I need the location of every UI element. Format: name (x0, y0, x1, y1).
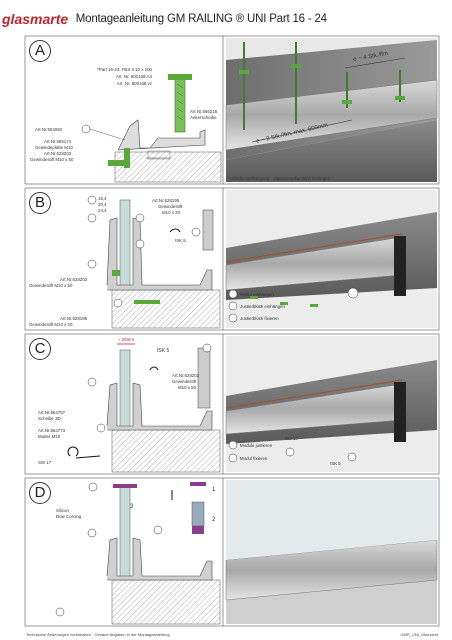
note-c-sw17: SW 17 (38, 460, 52, 465)
footer-code: GMR_UNI_Übersicht (400, 632, 438, 637)
section-label-a: A (29, 40, 51, 62)
note-b-m10x20b: Gewindestift M10 x 20 (29, 322, 73, 327)
step-b-3: Justierblock fixieren (240, 316, 279, 321)
note-c-gewindestift: Gewindestift (172, 379, 197, 384)
note-art-a4: Art. Nr. 800168.A4 (115, 74, 152, 79)
note-art566174: Art.Nr.566174 (44, 139, 72, 144)
section-c-cross-section (67, 343, 221, 473)
note-b-24: 24,4 (98, 208, 107, 213)
note-b-art628203: Art.Nr.628203 (60, 277, 88, 282)
note-b-20: 20,4 (98, 202, 107, 207)
note-b-art628195: Art.Nr.628195 (152, 198, 180, 203)
section-c-3d-view (225, 336, 437, 472)
section-a-cross-section (81, 74, 222, 183)
note-c-dim: ~ 20mm (118, 337, 134, 342)
note-gewindestift: Gewindestift M10 x 50 (30, 157, 74, 162)
section-d-cross-section (55, 482, 221, 625)
note-c-art664773: Art.Nr.664773 (38, 428, 66, 433)
note-art504060: Art.Nr.504060 (35, 127, 63, 132)
note-d-silicon: Silicon (56, 508, 69, 513)
note-art628203: Art.Nr.628203 (44, 151, 72, 156)
note-b-m10x20: M10 x 20 (162, 210, 181, 215)
step-d-3: 3 (130, 504, 134, 510)
note-c-isk: ISK 5 (157, 348, 170, 354)
section-a-3d-view (225, 38, 438, 182)
section-label-b: B (29, 192, 51, 214)
footer-note: Technische Änderungen vorbehalten - Gena… (26, 632, 170, 637)
note-art-vz: Art. Nr. 800168.vz (116, 81, 152, 86)
note-c-isk5b: ISK 5 (330, 461, 341, 466)
note-footnote: * übliche Befestigung - eigenverantwortl… (228, 176, 331, 181)
section-d-3d-view (225, 480, 438, 624)
glasmarte-logo: glasmarte (0, 11, 76, 27)
note-gewindeplatte: Gewindeplatte M10 (35, 145, 73, 150)
note-b-gewindestift: Gewindestift (158, 204, 183, 209)
note-c-art664757: Art.Nr.664757 (38, 410, 66, 415)
section-b-cross-section (87, 195, 221, 329)
note-c-m10x50: M10 x 50 (178, 385, 197, 390)
section-label-c: C (29, 338, 51, 360)
step-c-1: Module justieren (240, 443, 273, 448)
note-b-16: 16,4 (98, 196, 107, 201)
note-part: *Part 16-24: FBS II 10 x 100 (97, 67, 152, 72)
note-c-scheibe: Scheibe 3D (38, 416, 61, 421)
note-b-m10x50: Gewindestift M10 x 50 (29, 283, 73, 288)
step-d-1: 1 (212, 487, 216, 493)
note-b-isk: ISK 5 (175, 238, 186, 243)
svg-text:glasmarte: glasmarte (1, 11, 68, 27)
page-title: Übersicht Montageanleitung GM RAILING ® … (26, 13, 327, 25)
step-c-2: Modul fixieren (240, 456, 268, 461)
note-d-dow: Dow Corning (56, 514, 82, 519)
note-art566216: Art.Nr.566216 (190, 109, 218, 114)
note-c-mutter: Mutter M10 (38, 434, 61, 439)
section-b-3d-view (225, 190, 437, 328)
section-label-d: D (29, 482, 51, 504)
step-d-2: 2 (212, 517, 216, 523)
note-c-sw17b: SW 17 (285, 436, 299, 441)
note-c-art628203: Art.Nr.628203 (172, 373, 200, 378)
step-b-2: Justierblock einhängen (240, 304, 285, 309)
step-b-1: Modul einhängen (240, 292, 274, 297)
note-b-art628195b: Art.Nr.628195 (60, 316, 88, 321)
note-ankerscheibe: Ankerscheibe (190, 115, 217, 120)
